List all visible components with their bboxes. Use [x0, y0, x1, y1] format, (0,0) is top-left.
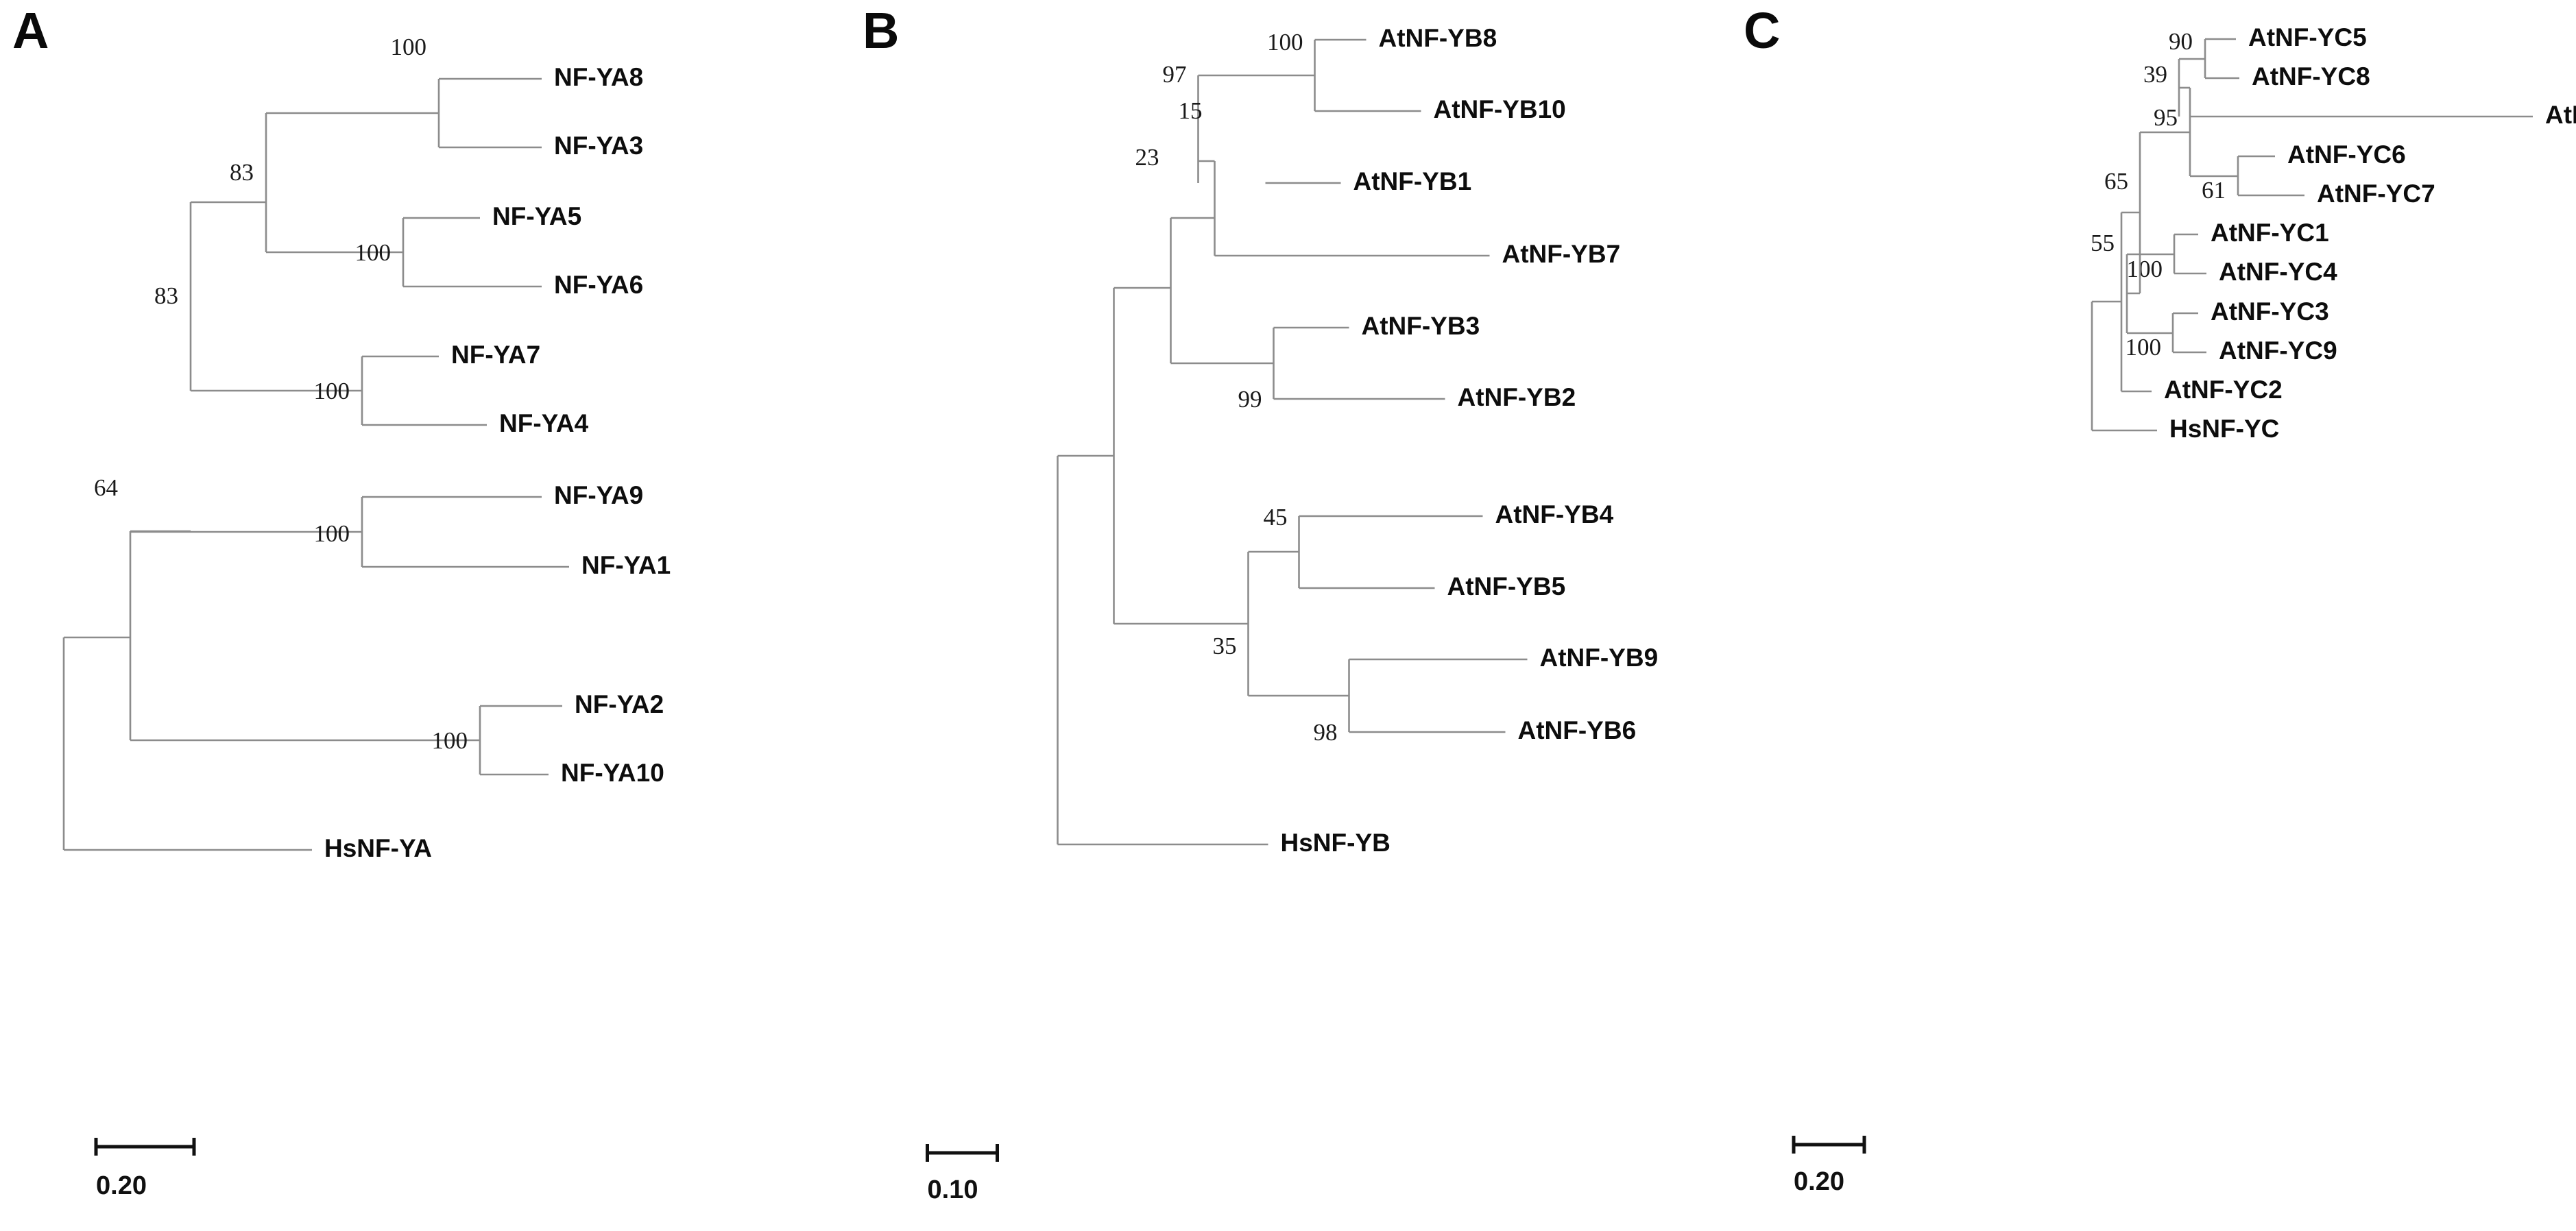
clade-node	[1170, 161, 1216, 256]
tip-label: NF-YA8	[554, 63, 643, 91]
scale-bar	[926, 1144, 999, 1162]
bootstrap-value: 90	[2169, 28, 2193, 55]
tip-label: AtNF-YC9	[2219, 337, 2337, 365]
tip-label: AtNF-YB3	[1362, 312, 1480, 340]
tip-label: AtNF-YC2	[2164, 376, 2283, 404]
scale-bar-label: 0.20	[96, 1171, 147, 1200]
bootstrap-value: 23	[1135, 144, 1159, 171]
panel-letter-c: C	[1744, 2, 1780, 59]
clade-node	[1248, 659, 1350, 732]
clade-node	[1114, 552, 1249, 696]
clade-node	[2178, 59, 2190, 117]
tip-label: NF-YA2	[575, 690, 664, 718]
clade-node	[1197, 75, 1215, 183]
tip-label: AtNF-YC5	[2248, 23, 2367, 51]
panel-letter-b: B	[863, 2, 899, 59]
bootstrap-value: 100	[432, 727, 468, 754]
tip-label: AtNF-YB1	[1353, 167, 1472, 195]
clade-node	[191, 356, 363, 425]
scale-bar	[94, 1138, 196, 1156]
bootstrap-value: 61	[2202, 177, 2226, 204]
tip-label: NF-YA1	[581, 551, 671, 579]
tip-label: AtNF-YB5	[1447, 572, 1566, 600]
clade-node	[2121, 132, 2141, 293]
tip-label: HsNF-YC	[2169, 415, 2279, 443]
tip-label: NF-YA7	[451, 341, 540, 369]
clade-node	[130, 497, 363, 567]
clade-node	[191, 113, 267, 252]
clade-node	[2126, 254, 2140, 333]
bootstrap-value: 95	[2154, 104, 2178, 131]
bootstrap-value: 39	[2143, 61, 2167, 88]
bootstrap-value: 100	[2127, 256, 2163, 282]
tip-label: AtNF-YB9	[1540, 644, 1659, 672]
tip-label: AtNF-YB10	[1434, 95, 1566, 123]
tip-label: AtNF-YB8	[1379, 24, 1497, 52]
clade-node	[2127, 313, 2174, 352]
bootstrap-value: 100	[1267, 29, 1303, 56]
tree-b: 100 97 15 99 23 45 98 35 AtNF-YB8AtNF-YB10AtNF-Y…	[926, 24, 1659, 1204]
clade-node	[1248, 516, 1300, 588]
bootstrap-value: 100	[314, 520, 350, 547]
scale-bar-label: 0.20	[1794, 1167, 1844, 1196]
clade-node	[130, 202, 192, 533]
clade-node	[2179, 39, 2206, 78]
bootstrap-value: 100	[355, 239, 392, 266]
bootstrap-value: 100	[391, 34, 427, 60]
tip-label: NF-YA6	[554, 271, 643, 299]
bootstrap-value: 15	[1179, 97, 1203, 124]
tip-label: AtNF-YC8	[2252, 62, 2370, 90]
bootstrap-value: 83	[230, 159, 254, 186]
tree-a: 100 100 83 100 83 100 100 64 NF-YA8NF-YA3NF-YA5N…	[62, 34, 671, 1200]
bootstrap-value: 55	[2091, 230, 2115, 256]
bootstrap-value: 35	[1213, 633, 1237, 659]
tip-label: AtNF-YC10	[2545, 101, 2576, 129]
tip-label: NF-YA9	[554, 481, 643, 509]
bootstrap-value: 100	[314, 378, 350, 404]
bootstrap-value: 83	[154, 282, 178, 309]
clade-node	[130, 706, 481, 775]
tip-label: HsNF-YB	[1281, 829, 1391, 857]
clade-node	[266, 218, 405, 287]
clade-node	[1114, 218, 1172, 363]
tip-label: AtNF-YC6	[2287, 141, 2406, 169]
bootstrap-value: 64	[94, 474, 118, 501]
tip-label: AtNF-YC1	[2211, 219, 2329, 247]
tip-label: NF-YA4	[499, 409, 589, 437]
bootstrap-value: 65	[2104, 168, 2128, 195]
clade-node	[1057, 288, 1115, 624]
clade-node	[2092, 212, 2123, 391]
bootstrap-value: 100	[2126, 334, 2162, 361]
clade-node	[1198, 40, 1316, 111]
tip-label: AtNF-YC7	[2317, 180, 2435, 208]
clade-node	[2127, 234, 2176, 273]
scale-bar	[1792, 1136, 1866, 1154]
tip-label: NF-YA10	[561, 759, 664, 787]
bootstrap-value: 98	[1314, 719, 1338, 746]
clade-node	[2140, 88, 2191, 176]
tip-label: HsNF-YA	[324, 834, 432, 862]
bootstrap-value: 45	[1264, 504, 1288, 531]
scale-bar-label: 0.10	[928, 1175, 978, 1204]
clade-node	[64, 531, 132, 740]
tip-label: AtNF-YB4	[1495, 500, 1614, 528]
tip-label: AtNF-YB7	[1502, 240, 1621, 268]
tip-label: AtNF-YB2	[1458, 383, 1576, 411]
tip-label: NF-YA3	[554, 132, 643, 160]
tip-label: NF-YA5	[492, 202, 581, 230]
tip-label: AtNF-YB6	[1518, 716, 1637, 744]
panel-letter-a: A	[12, 2, 49, 59]
bootstrap-value: 97	[1163, 61, 1187, 88]
clade-node	[1170, 328, 1275, 399]
bootstrap-value: 99	[1238, 386, 1262, 413]
tip-label: AtNF-YC4	[2219, 258, 2337, 286]
tip-label: AtNF-YC3	[2211, 297, 2329, 326]
clade-node	[266, 79, 440, 147]
clade-node	[2190, 156, 2239, 195]
